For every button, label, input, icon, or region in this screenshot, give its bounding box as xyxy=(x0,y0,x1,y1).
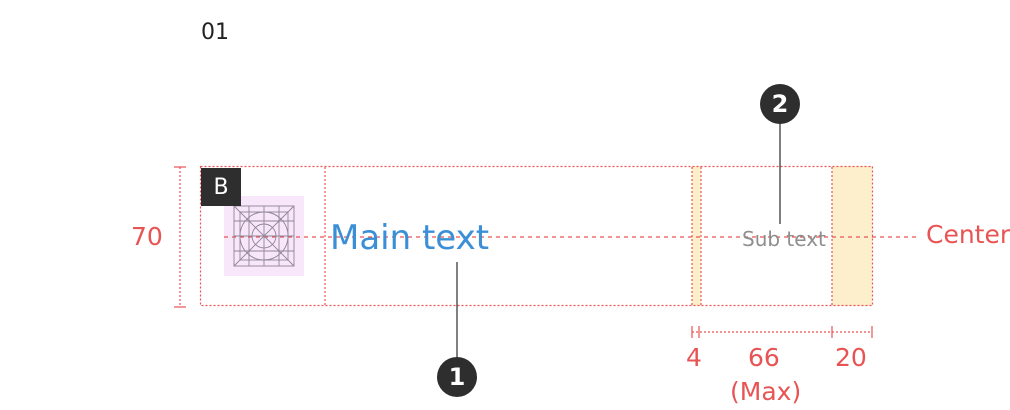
sub-text-width-label: 66 xyxy=(748,343,780,372)
sub-text: Sub text xyxy=(742,227,826,251)
center-label: Center xyxy=(926,220,1010,249)
height-label: 70 xyxy=(131,222,163,251)
icon-keyline-grid xyxy=(233,205,295,267)
section-number: 01 xyxy=(201,20,229,45)
gap-label: 4 xyxy=(686,343,702,372)
main-text: Main text xyxy=(330,218,490,258)
sub-text-width-note: (Max) xyxy=(730,377,802,406)
badge-b: B xyxy=(201,168,241,206)
right-padding-label: 20 xyxy=(835,343,867,372)
gap-area xyxy=(692,166,701,306)
callout-1: 1 xyxy=(437,357,477,397)
right-padding-area xyxy=(832,166,872,306)
list-item-frame xyxy=(199,165,874,307)
callout-2: 2 xyxy=(760,84,800,124)
